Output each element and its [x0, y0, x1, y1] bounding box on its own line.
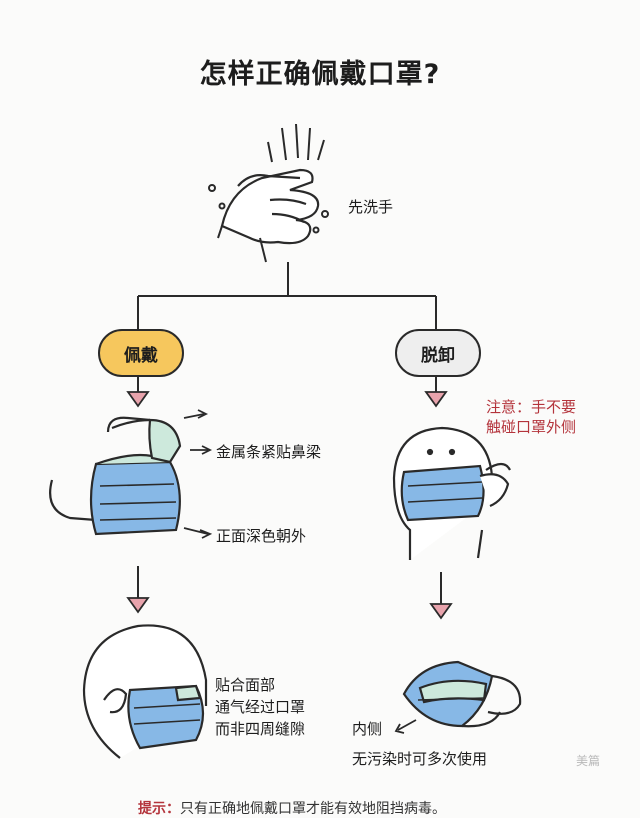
remove-branch-badge: 脱卸: [395, 329, 481, 377]
dark-side-out-label: 正面深色朝外: [216, 527, 307, 545]
branch-connector: [137, 262, 442, 604]
head-wearing-mask-icon: [82, 624, 208, 759]
mask-illustration: [49, 416, 182, 536]
caution-label-line1: 注意：手不要: [486, 398, 577, 416]
wear-branch-badge: 佩戴: [98, 329, 184, 377]
water-drops-icon: [208, 123, 329, 234]
metal-strip-label: 金属条紧贴鼻梁: [216, 443, 322, 461]
fit-face-label: 贴合面部: [215, 676, 276, 694]
step-wash-hands: 先洗手: [348, 198, 394, 216]
inner-side-label: 内侧: [352, 720, 383, 738]
flow-arrows: [126, 391, 453, 620]
tip-prefix: 提示：: [138, 801, 180, 817]
caution-label-line2: 触碰口罩外侧: [486, 418, 577, 436]
head-removing-mask-icon: [392, 426, 511, 560]
watermark: 美篇: [576, 754, 601, 768]
reuse-label: 无污染时可多次使用: [352, 750, 488, 768]
airflow-label: 通气经过口罩: [215, 698, 306, 716]
removed-mask-icon: [402, 660, 522, 728]
page-title: 怎样正确佩戴口罩?: [199, 59, 441, 90]
tip-text: 只有正确地佩戴口罩才能有效地阻挡病毒。: [180, 801, 446, 817]
washing-hands-icon: [220, 168, 320, 245]
tip-note: 提示：只有正确地佩戴口罩才能有效地阻挡病毒。: [138, 798, 446, 818]
no-gaps-label: 而非四周缝隙: [215, 720, 306, 738]
